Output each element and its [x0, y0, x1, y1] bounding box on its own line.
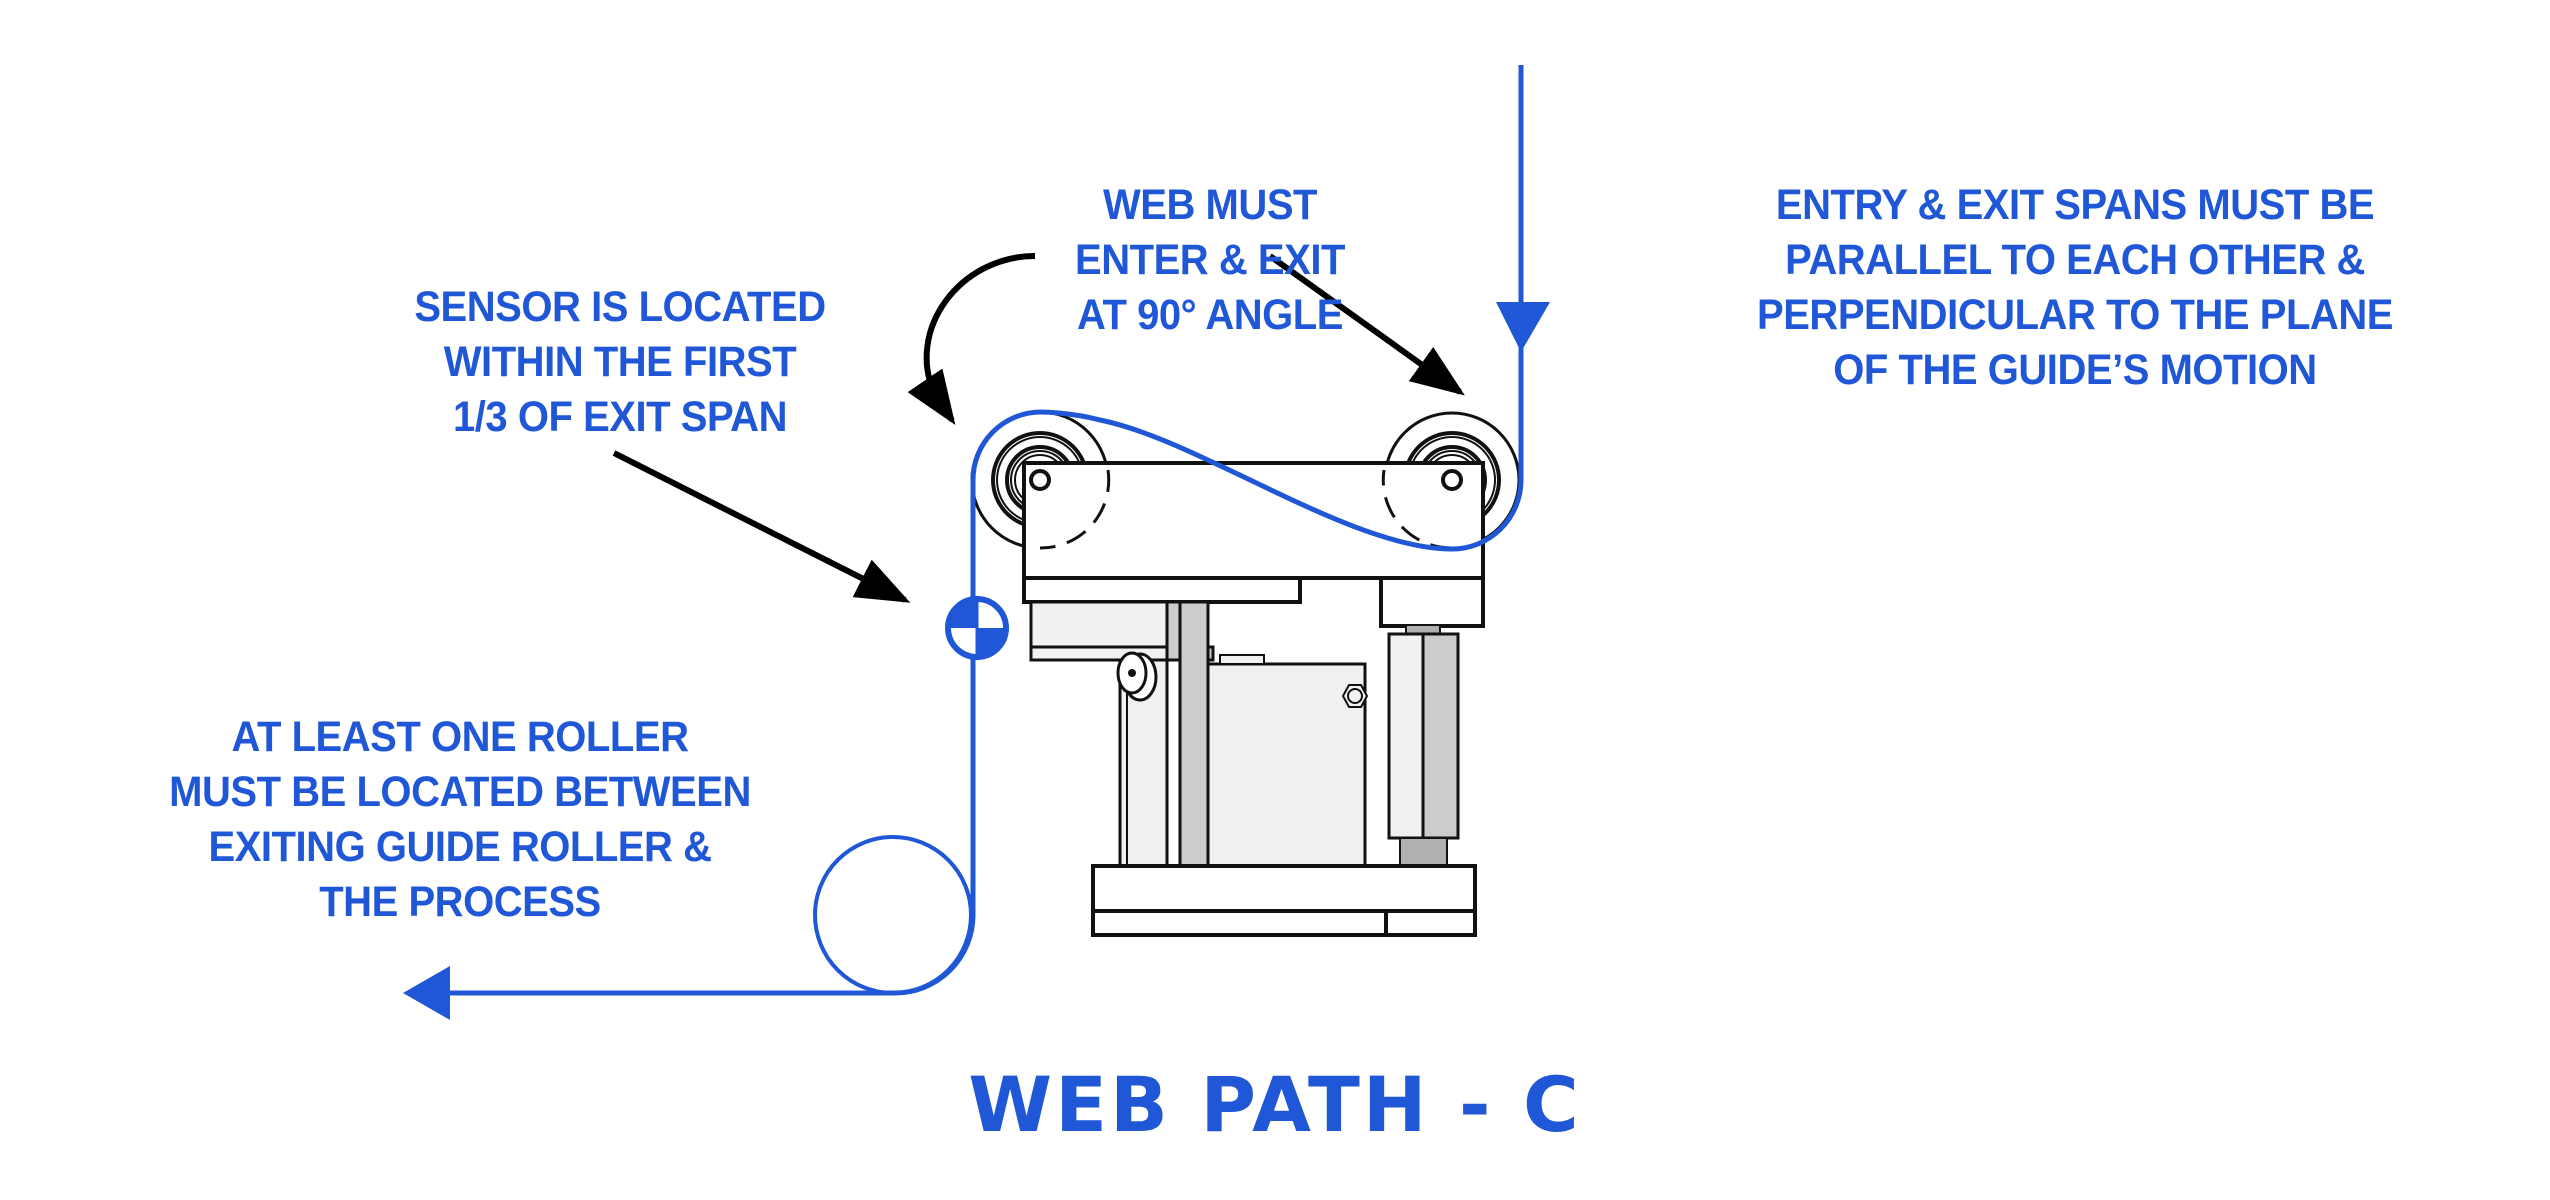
diagram-title: WEB PATH - C [968, 1060, 1582, 1149]
cylinder-left-half [1387, 632, 1425, 840]
note-line: ENTER & EXIT [1075, 236, 1345, 284]
actuator-tab [1219, 654, 1265, 665]
note-line: EXITING GUIDE ROLLER & [208, 823, 712, 871]
hidden-roller-outline-left [1039, 469, 1111, 550]
lower-block-right [1379, 576, 1485, 628]
note-line: MUST BE LOCATED BETWEEN [169, 768, 751, 816]
note-line: 1/3 OF EXIT SPAN [452, 393, 788, 441]
note-span-requirements: ENTRY & EXIT SPANS MUST BE PARALLEL TO E… [1680, 178, 2471, 398]
web-guide-machine [970, 410, 1521, 937]
hex-nut [1341, 684, 1369, 708]
lower-plate-left [1022, 576, 1302, 604]
sensor-target-icon [945, 596, 1009, 660]
note-line: AT LEAST ONE ROLLER [231, 713, 689, 761]
note-line: WEB MUST [1103, 181, 1317, 229]
note-line: AT 90° ANGLE [1077, 291, 1343, 339]
note-line: THE PROCESS [319, 878, 601, 926]
actuator-body [1206, 662, 1367, 877]
arrow-down-icon [1496, 302, 1550, 352]
leader-arrows [612, 253, 1465, 603]
axle-hole-right [1441, 469, 1463, 491]
leader-arrow-exit-roller [1268, 253, 1465, 396]
cylinder-right-half [1421, 632, 1460, 840]
process-roller [813, 835, 973, 995]
base-plate [1091, 864, 1477, 913]
note-line: ENTRY & EXIT SPANS MUST BE [1775, 181, 2375, 229]
cylinder-bottom-collar [1399, 837, 1448, 869]
guide-rod [1178, 600, 1210, 877]
leader-arrow-entry-roller [907, 253, 1036, 425]
note-line: PARALLEL TO EACH OTHER & [1785, 236, 2365, 284]
note-line: WITHIN THE FIRST [443, 338, 797, 386]
note-process-roller: AT LEAST ONE ROLLER MUST BE LOCATED BETW… [116, 710, 804, 930]
axle-hole-left [1029, 469, 1051, 491]
leader-arrow-sensor [612, 450, 911, 603]
note-web-angle: WEB MUST ENTER & EXIT AT 90° ANGLE [1015, 178, 1406, 343]
note-sensor-location: SENSOR IS LOCATED WITHIN THE FIRST 1/3 O… [350, 280, 889, 445]
arrow-left-icon [403, 966, 450, 1020]
note-line: OF THE GUIDE’S MOTION [1833, 346, 2317, 394]
note-line: PERPENDICULAR TO THE PLANE [1757, 291, 2393, 339]
base-foot [1091, 909, 1477, 937]
note-line: SENSOR IS LOCATED [414, 283, 826, 331]
web-path [445, 65, 1524, 996]
idler-wheel [1116, 651, 1158, 702]
sensor-mount-box [1029, 600, 1169, 652]
web-over-rollers [970, 409, 1524, 552]
